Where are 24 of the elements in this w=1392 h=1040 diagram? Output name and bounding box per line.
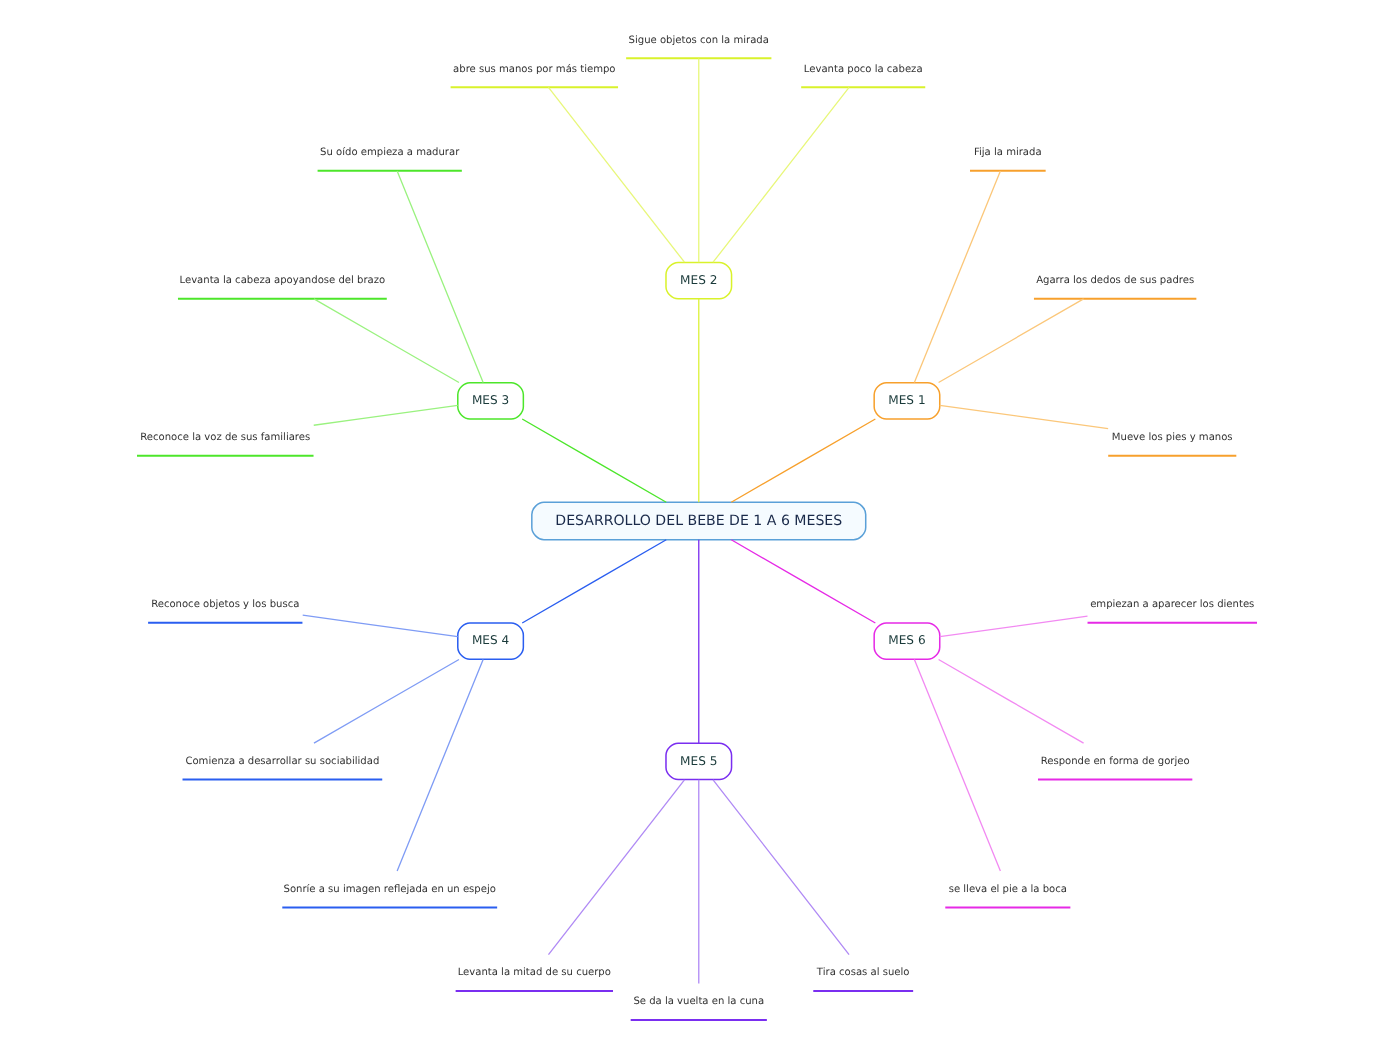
connector <box>312 403 458 425</box>
connector <box>312 657 459 743</box>
connector <box>729 417 875 502</box>
connector <box>938 614 1088 637</box>
connector <box>697 297 699 502</box>
connector <box>312 297 459 383</box>
connector <box>912 169 1001 383</box>
connector <box>697 56 699 262</box>
connector <box>546 85 685 262</box>
connector <box>395 169 483 383</box>
connector <box>912 657 1001 871</box>
connector <box>936 657 1084 743</box>
connector <box>729 538 875 623</box>
connector <box>546 778 685 955</box>
connector <box>697 778 699 984</box>
connector <box>936 297 1084 383</box>
connector <box>520 538 666 623</box>
connector <box>711 778 849 955</box>
connector <box>711 85 849 262</box>
connector <box>395 657 483 871</box>
connector <box>697 538 699 743</box>
connector <box>520 417 666 502</box>
connector <box>301 613 458 637</box>
connector <box>938 403 1108 429</box>
